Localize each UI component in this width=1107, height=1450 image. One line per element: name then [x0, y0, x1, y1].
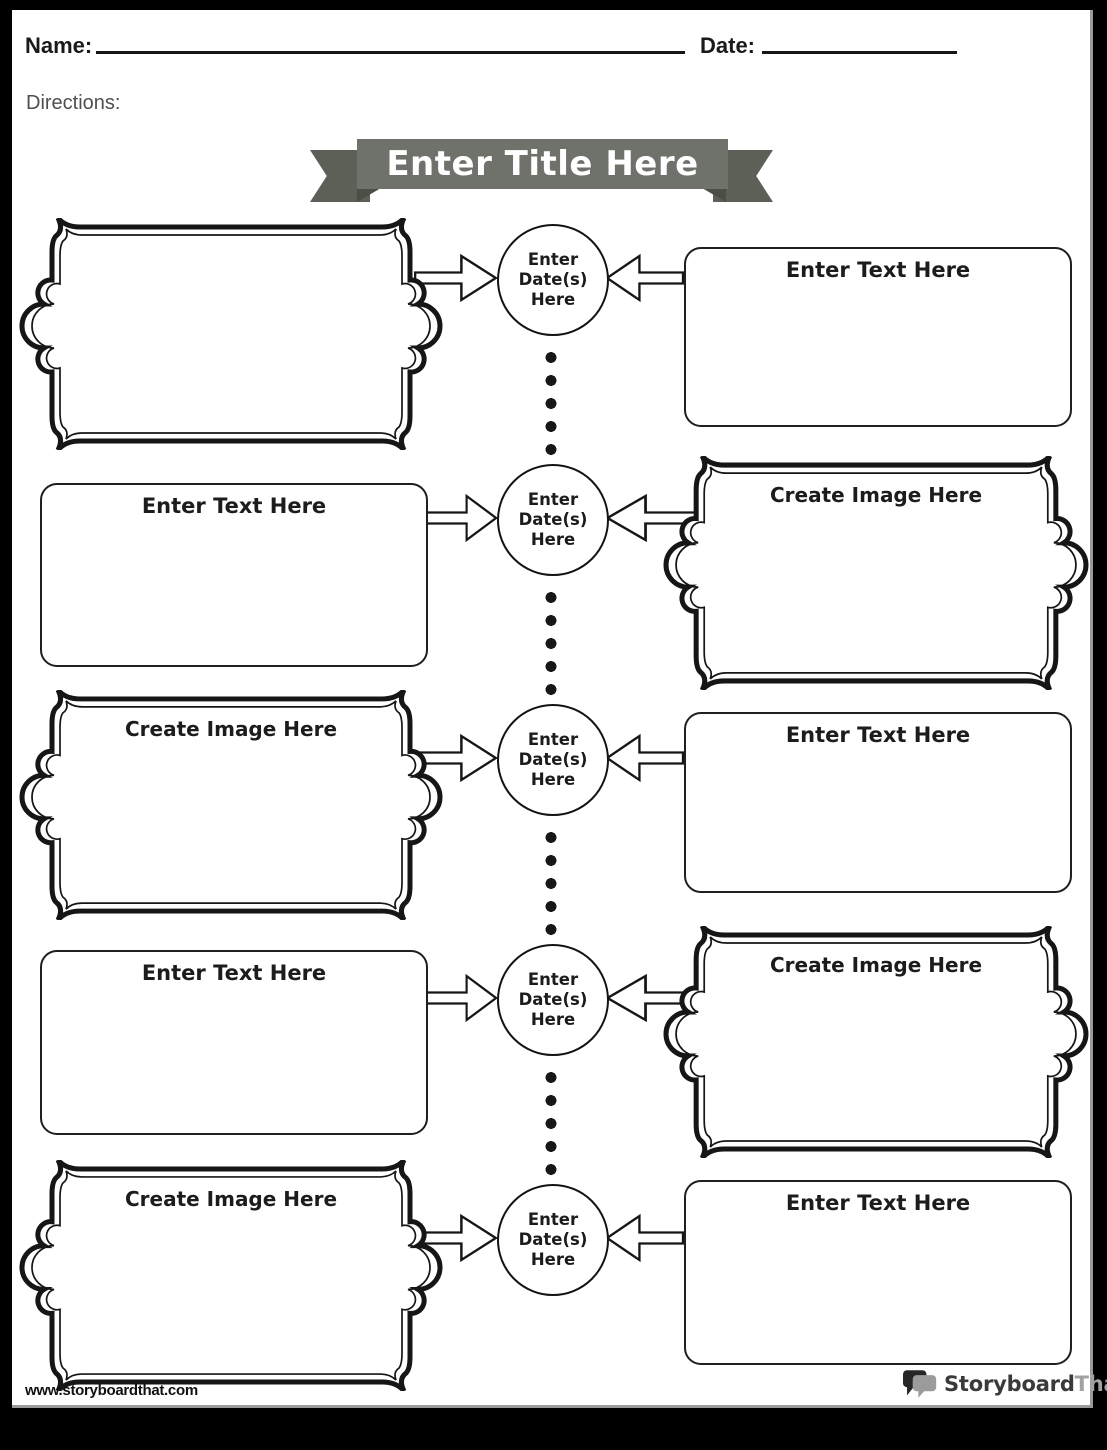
frame-label: Create Image Here [124, 717, 338, 741]
timeline-dotted-connector [545, 346, 557, 461]
text-box-label: Enter Text Here [141, 494, 327, 518]
timeline-image-frame[interactable]: Create Image Here [18, 690, 444, 920]
timeline-image-frame[interactable] [18, 218, 444, 450]
directions-label: Directions: [26, 92, 121, 114]
text-box-label: Enter Text Here [141, 961, 327, 985]
date-circle-label: Enter Date(s) Here [518, 969, 588, 1030]
timeline-date-circle[interactable]: Enter Date(s) Here [497, 224, 609, 336]
timeline-dotted-connector [545, 586, 557, 701]
footer-url: www.storyboardthat.com [25, 1382, 198, 1399]
timeline-date-circle[interactable]: Enter Date(s) Here [497, 1184, 609, 1296]
timeline-text-box[interactable]: Enter Text Here [40, 483, 428, 667]
brand-secondary: That [1074, 1372, 1107, 1396]
date-circle-label: Enter Date(s) Here [518, 249, 588, 310]
timeline-text-box[interactable]: Enter Text Here [684, 247, 1072, 427]
text-box-label: Enter Text Here [785, 258, 971, 282]
arrow-left-icon [605, 733, 684, 783]
timeline-date-circle[interactable]: Enter Date(s) Here [497, 464, 609, 576]
arrow-left-icon [605, 253, 684, 303]
timeline-text-box[interactable]: Enter Text Here [684, 1180, 1072, 1365]
arrow-right-icon [426, 973, 498, 1023]
name-fill-line[interactable] [96, 51, 685, 54]
frame-label: Create Image Here [769, 483, 983, 507]
frame-label: Create Image Here [769, 953, 983, 977]
date-circle-label: Enter Date(s) Here [518, 489, 588, 550]
name-label: Name: [25, 33, 93, 58]
brand-primary: Storyboard [944, 1372, 1075, 1396]
storyboardthat-logo: StoryboardThat [903, 1368, 1107, 1400]
timeline-image-frame[interactable]: Create Image Here [18, 1160, 444, 1391]
text-box-label: Enter Text Here [785, 723, 971, 747]
arrow-right-icon [426, 493, 498, 543]
worksheet-page: Name: Date: Directions: Enter Title Here… [12, 10, 1107, 1408]
date-fill-line[interactable] [762, 51, 957, 54]
text-box-label: Enter Text Here [785, 1191, 971, 1215]
date-circle-label: Enter Date(s) Here [518, 1209, 588, 1270]
banner-title: Enter Title Here [357, 139, 728, 189]
timeline-image-frame[interactable]: Create Image Here [662, 926, 1090, 1158]
brand-wordmark: StoryboardThat [944, 1372, 1107, 1396]
timeline-text-box[interactable]: Enter Text Here [684, 712, 1072, 893]
ornate-frame-icon [18, 218, 444, 450]
timeline-dotted-connector [545, 1066, 557, 1181]
arrow-left-icon [605, 1213, 684, 1263]
timeline-date-circle[interactable]: Enter Date(s) Here [497, 944, 609, 1056]
frame-label: Create Image Here [124, 1187, 338, 1211]
speech-bubbles-icon [903, 1369, 937, 1399]
date-label: Date: [700, 33, 756, 58]
timeline-date-circle[interactable]: Enter Date(s) Here [497, 704, 609, 816]
timeline-dotted-connector [545, 826, 557, 941]
timeline-image-frame[interactable]: Create Image Here [662, 456, 1090, 690]
timeline-text-box[interactable]: Enter Text Here [40, 950, 428, 1135]
date-circle-label: Enter Date(s) Here [518, 729, 588, 790]
